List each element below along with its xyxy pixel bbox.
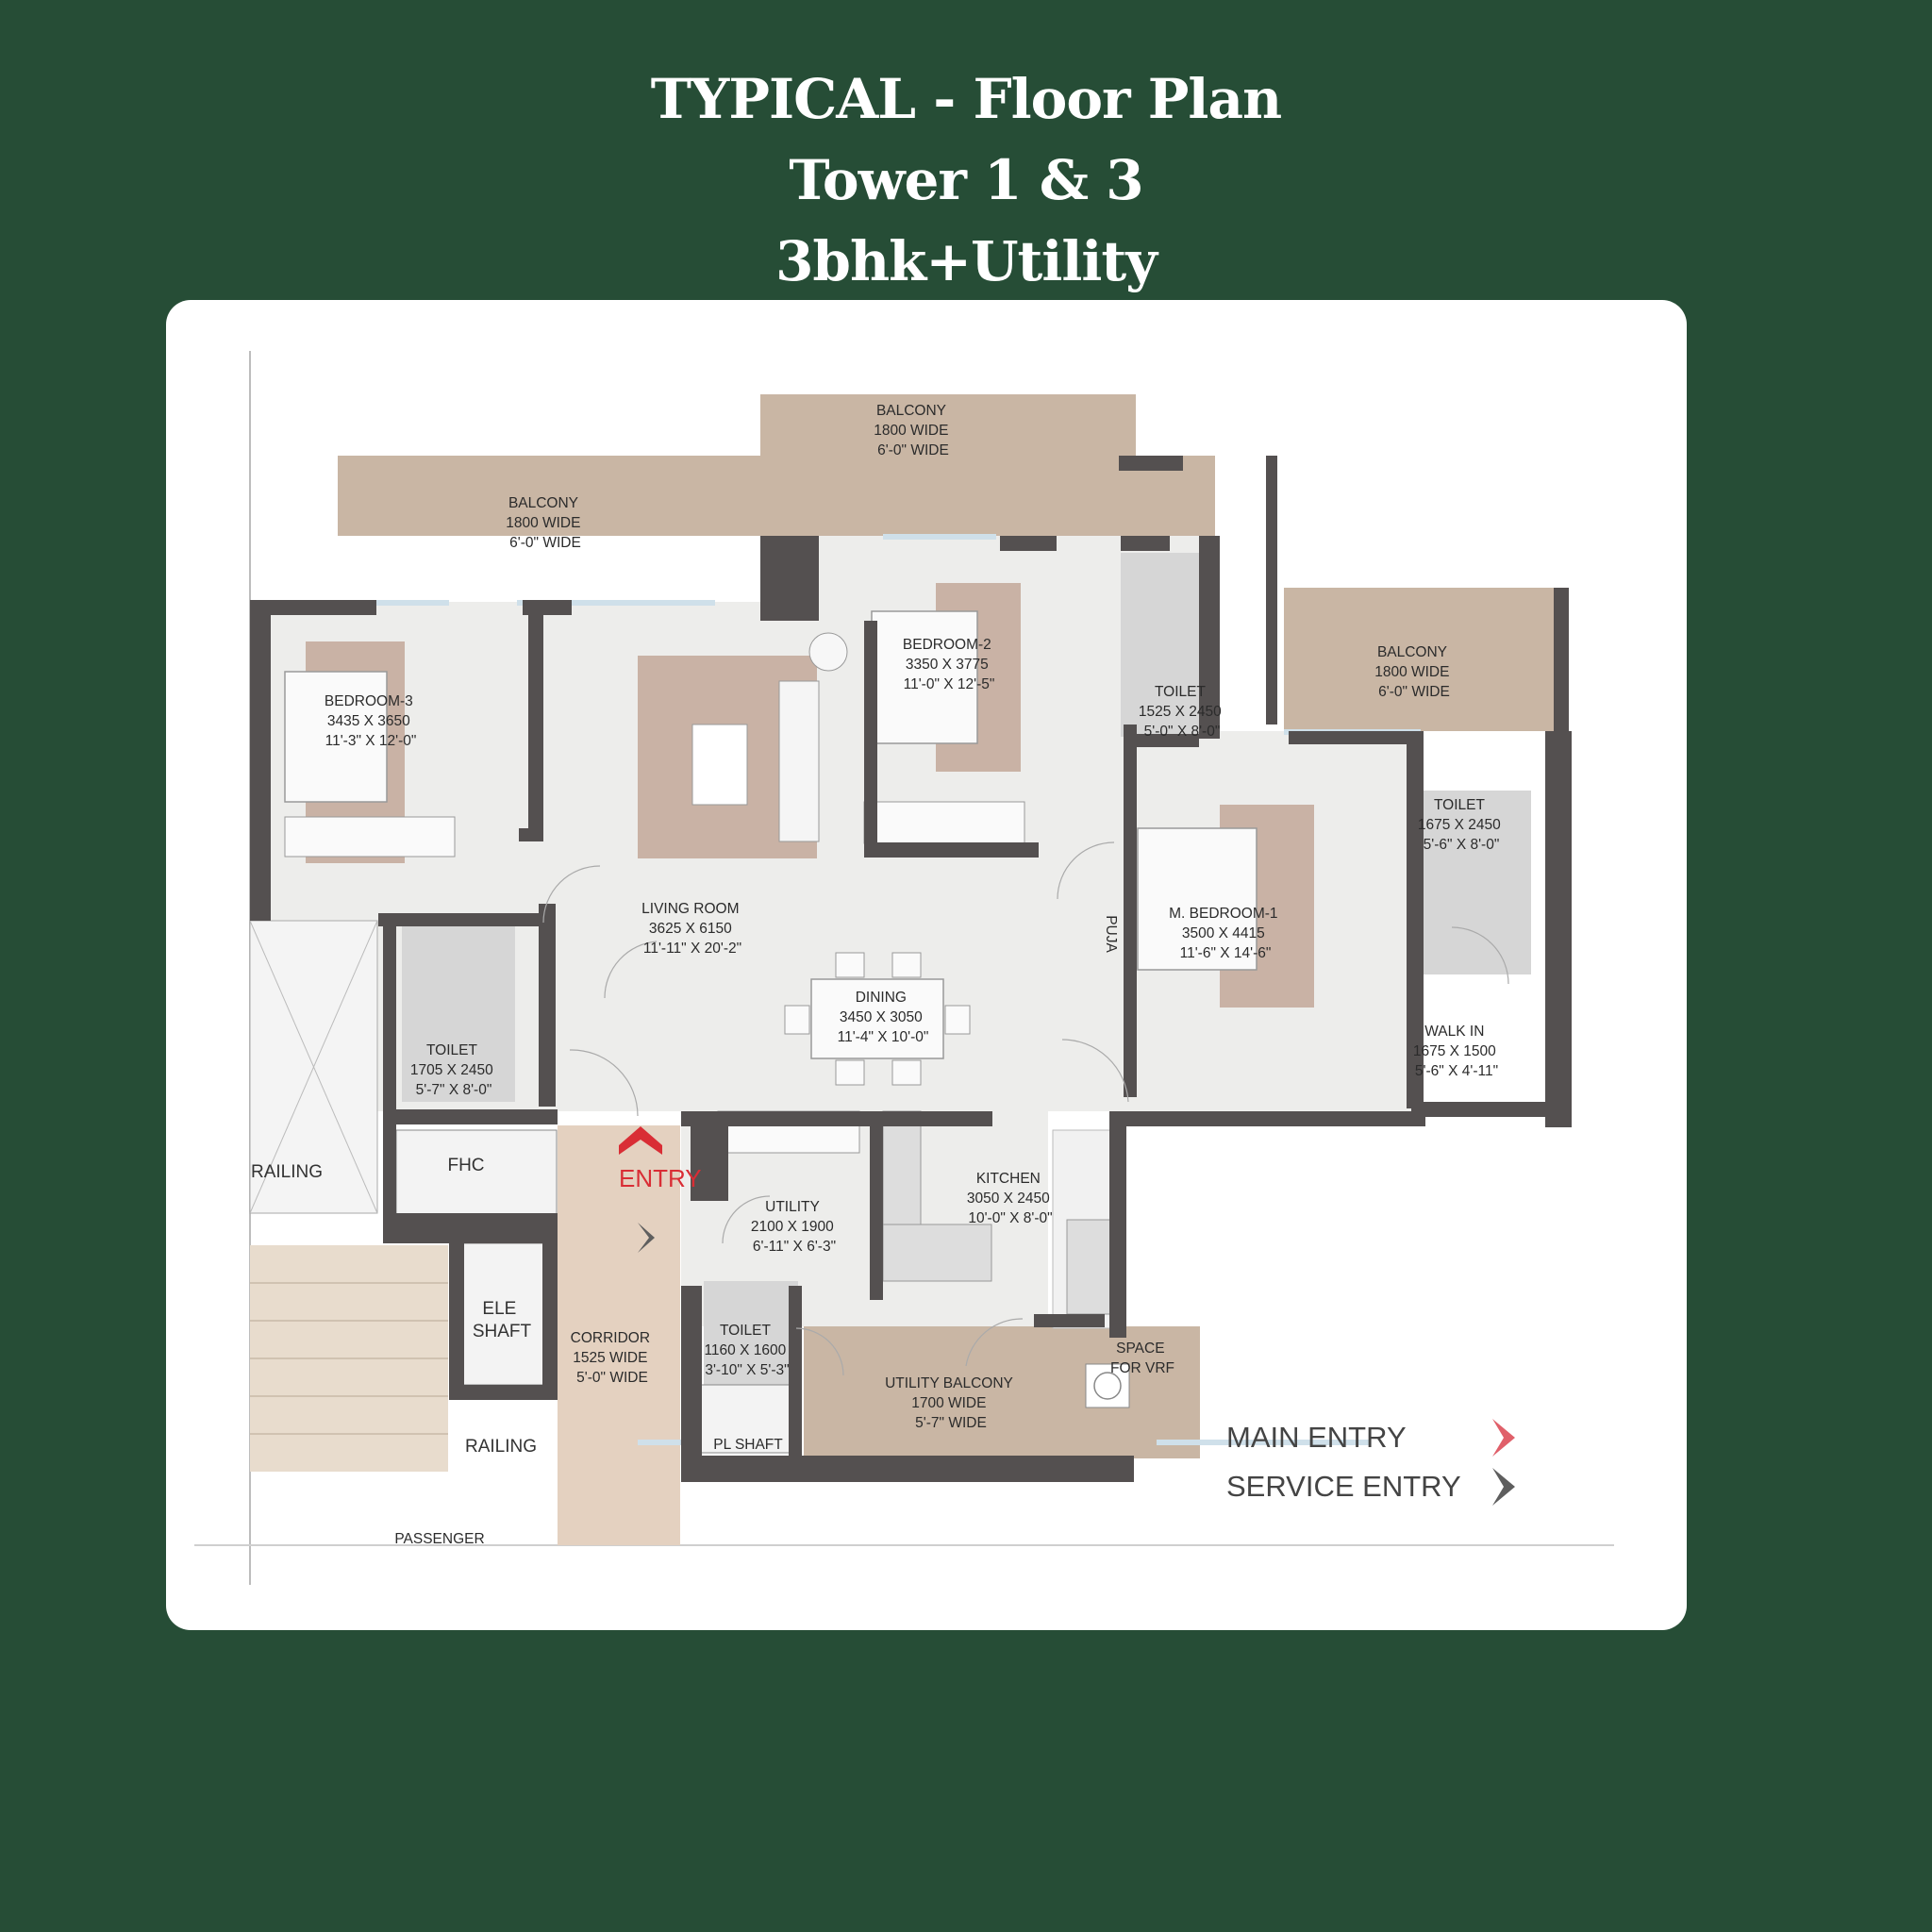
toilet-right-label: TOILET 1675 X 2450 5'-6" X 8'-0" [1418,797,1505,853]
toilet-small-tiles [704,1281,798,1385]
floor-plan-card: BALCONY 1800 WIDE 6'-0" WIDE BALCONY 180… [166,300,1687,1630]
balcony-left-label: BALCONY 1800 WIDE 6'-0" WIDE [506,495,585,551]
header-title: TYPICAL - Floor Plan [650,67,1282,131]
legend-service-entry-arrow-icon [1492,1468,1515,1506]
bedroom3-label: BEDROOM-3 3435 X 3650 11'-3" X 12'-0" [325,693,417,749]
stair-treads [250,1282,448,1435]
header-unit-type: 3bhk+Utility [775,229,1158,293]
legend-main-entry-label: MAIN ENTRY [1226,1421,1407,1454]
mbed-bed [1137,827,1257,971]
vrf-unit [1085,1363,1130,1408]
railing-bottom-label: RAILING [465,1437,537,1457]
balcony-deck-top [338,394,1215,536]
kitchen-counter-bottom [882,1224,992,1282]
side-table [808,632,848,672]
bed3-wardrobe [284,816,456,858]
dining-label: DINING 3450 X 3050 11'-4" X 10'-0" [838,990,929,1045]
toilet-small-label: TOILET 1160 X 1600 3'-10" X 5'-3" [704,1323,790,1378]
balcony-top-label: BALCONY 1800 WIDE 6'-0" WIDE [874,403,953,458]
floor-plan-diagram: BALCONY 1800 WIDE 6'-0" WIDE BALCONY 180… [194,351,1614,1585]
ele-shaft-label: ELE SHAFT [473,1299,532,1341]
dining-table [810,978,944,1059]
page-header: TYPICAL - Floor Plan Tower 1 & 3 3bhk+Ut… [0,58,1932,302]
toilet-left-label: TOILET 1705 X 2450 5'-7" X 8'-0" [410,1042,497,1098]
dining-chairs [784,952,971,1086]
bedroom2-label: BEDROOM-2 3350 X 3775 11'-0" X 12'-5" [903,637,995,692]
vrf-space-label: SPACE FOR VRF [1110,1341,1174,1376]
utility-balcony-deck [804,1326,1200,1458]
entry-label: ENTRY [619,1164,702,1192]
kitchen-label: KITCHEN 3050 X 2450 10'-0" X 8'-0" [967,1171,1054,1226]
fhc-box [395,1129,558,1216]
railing-left-label: RAILING [251,1162,323,1182]
vrf-fan-icon [1093,1372,1122,1400]
walk-in-label: WALK IN 1675 X 1500 5'-6" X 4'-11" [1413,1024,1500,1079]
corridor-label: CORRIDOR 1525 WIDE 5'-0" WIDE [571,1330,655,1386]
kitchen-counter-right [1066,1219,1111,1315]
bed2-wardrobe [863,801,1025,844]
corridor-floor [558,1125,680,1545]
toilet-right-tiles [1418,791,1531,974]
door-swings [542,841,1509,1376]
passenger-label: PASSENGER [394,1531,484,1547]
utility-label: UTILITY 2100 X 1900 6'-11" X 6'-3" [751,1199,838,1255]
pl-shaft-box [699,1384,799,1454]
lobby-diagonal-2 [249,920,378,1214]
puja-label: PUJA [1103,915,1119,953]
legend-service-entry-label: SERVICE ENTRY [1226,1470,1461,1503]
master-bedroom-label: M. BEDROOM-1 3500 X 4415 11'-6" X 14'-6" [1169,906,1282,961]
pl-shaft-label: PL SHAFT [713,1437,783,1453]
header-tower: Tower 1 & 3 [789,148,1143,212]
living-room-label: LIVING ROOM 3625 X 6150 11'-11" X 20'-2" [641,901,743,957]
entry-marker-icon [619,1126,662,1155]
utility-balcony-label: UTILITY BALCONY 1700 WIDE 5'-7" WIDE [885,1375,1017,1431]
toilet-b2-label: TOILET 1525 X 2450 5'-0" X 8'-0" [1139,684,1225,740]
bed3-bed [284,671,388,803]
fhc-label: FHC [447,1156,484,1175]
balcony-right-label: BALCONY 1800 WIDE 6'-0" WIDE [1374,644,1454,700]
legend-main-entry-arrow-icon [1492,1419,1515,1457]
walls [250,456,1572,1482]
coffee-table [691,724,748,806]
service-entry-marker-icon [638,1223,655,1253]
balcony-deck-right [1284,588,1557,731]
living-sofa [778,680,820,842]
toilet-left-tiles [402,913,515,1102]
bed2-bed [871,610,978,744]
